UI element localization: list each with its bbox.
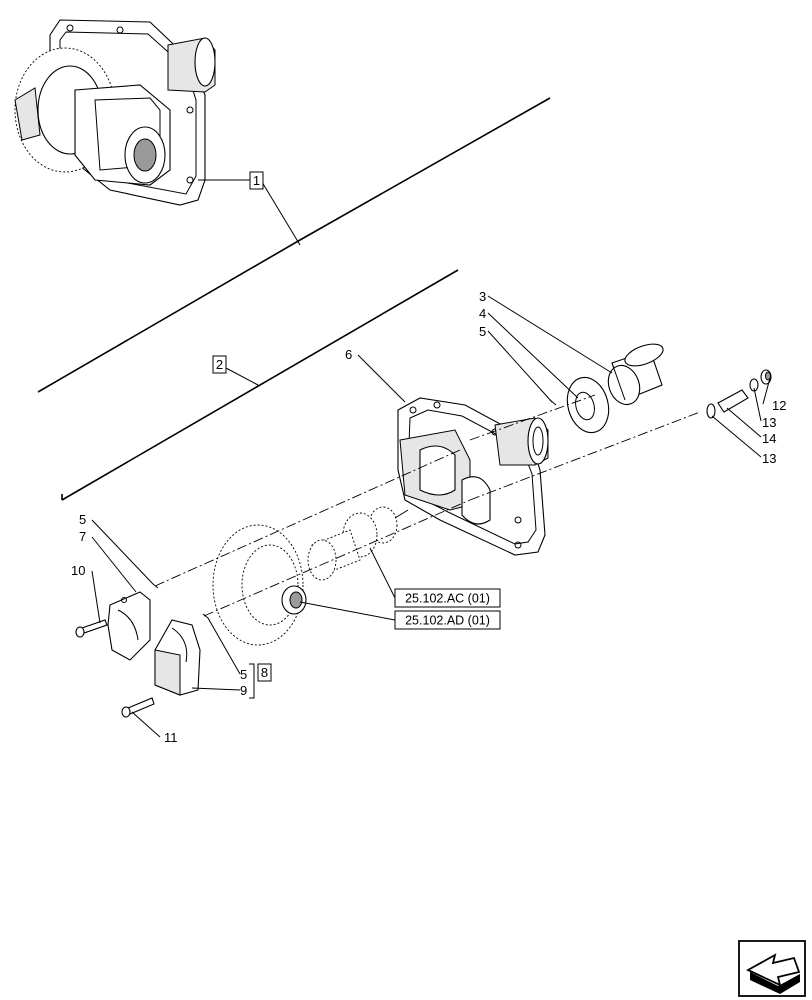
pinion-shaft-assembly bbox=[307, 506, 409, 581]
reference-link-25-102-ac[interactable]: 25.102.AC (01) bbox=[394, 588, 501, 608]
bushing-part-3 bbox=[607, 343, 664, 406]
svg-text:8: 8 bbox=[261, 665, 268, 680]
housing-cover-part-6 bbox=[397, 397, 549, 556]
callout-13-upper[interactable]: 13 bbox=[762, 415, 776, 430]
bearing-cap-part-7 bbox=[107, 591, 151, 661]
callout-5-bracket[interactable]: 5 bbox=[240, 667, 247, 682]
callout-11[interactable]: 11 bbox=[164, 730, 178, 745]
callout-14[interactable]: 14 bbox=[762, 431, 776, 446]
thrust-washer-part-4 bbox=[566, 376, 610, 434]
svg-text:1: 1 bbox=[253, 173, 260, 188]
callout-3[interactable]: 3 bbox=[479, 289, 486, 304]
callout-12[interactable]: 12 bbox=[772, 398, 786, 413]
pin-part-5-lower bbox=[152, 583, 209, 619]
callout-5-left[interactable]: 5 bbox=[79, 512, 86, 527]
shaft-assembly-parts-12-14 bbox=[706, 369, 772, 419]
section-divider-middle bbox=[61, 269, 459, 501]
callout-5-top[interactable]: 5 bbox=[479, 324, 486, 339]
callout-13-lower[interactable]: 13 bbox=[762, 451, 776, 466]
callout-2[interactable]: 2 bbox=[212, 355, 227, 374]
svg-text:2: 2 bbox=[216, 357, 223, 372]
bearing-cap-part-9 bbox=[154, 619, 201, 696]
section-divider-top bbox=[37, 97, 551, 393]
callout-8[interactable]: 8 bbox=[257, 663, 272, 682]
callout-4[interactable]: 4 bbox=[479, 306, 486, 321]
svg-text:25.102.AC (01): 25.102.AC (01) bbox=[405, 592, 490, 606]
callout-1[interactable]: 1 bbox=[249, 171, 264, 190]
svg-text:25.102.AD (01): 25.102.AD (01) bbox=[405, 614, 490, 628]
callout-7[interactable]: 7 bbox=[79, 529, 86, 544]
assembled-differential-housing bbox=[14, 19, 216, 206]
callout-9[interactable]: 9 bbox=[240, 683, 247, 698]
differential-ring-gear bbox=[212, 524, 307, 646]
bolt-part-11 bbox=[121, 697, 155, 718]
next-page-arrow-icon[interactable] bbox=[738, 940, 806, 997]
callout-6[interactable]: 6 bbox=[345, 347, 352, 362]
leader-lines bbox=[91, 179, 771, 738]
reference-link-25-102-ad[interactable]: 25.102.AD (01) bbox=[394, 610, 501, 630]
assembly-axis-lines bbox=[154, 394, 701, 617]
bolt-part-10 bbox=[75, 619, 108, 638]
callout-10[interactable]: 10 bbox=[71, 563, 85, 578]
